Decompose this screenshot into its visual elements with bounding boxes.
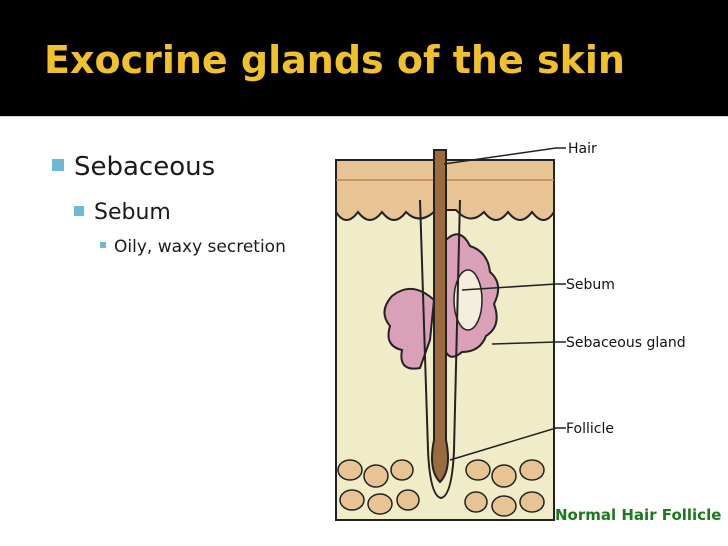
leader-lines bbox=[443, 147, 566, 461]
bullet-level3-text: Oily, waxy secretion bbox=[114, 237, 286, 257]
bullet-square-icon bbox=[100, 242, 106, 248]
sebaceous-gland bbox=[383, 288, 436, 370]
label-sebum: Sebum bbox=[566, 277, 615, 293]
title-bar bbox=[0, 0, 728, 116]
bullet-level2-text: Sebum bbox=[94, 200, 171, 225]
follicle-wall bbox=[419, 199, 461, 500]
hair-shaft bbox=[431, 149, 449, 484]
bullet-level1-text: Sebaceous bbox=[74, 152, 216, 182]
label-follicle: Follicle bbox=[566, 421, 614, 437]
bullet-level1: Sebaceous bbox=[52, 152, 215, 182]
bullet-level3: Oily, waxy secretion bbox=[100, 237, 286, 257]
bullet-square-icon bbox=[74, 206, 84, 216]
diagram-caption: Normal Hair Follicle bbox=[555, 506, 721, 524]
label-sebaceous-gland: Sebaceous gland bbox=[566, 335, 686, 351]
fat-cells bbox=[337, 459, 545, 517]
title-divider bbox=[0, 116, 728, 117]
bullet-level2: Sebum bbox=[74, 200, 171, 225]
bullet-square-icon bbox=[52, 158, 64, 171]
slide-title: Exocrine glands of the skin bbox=[44, 38, 625, 82]
sebum-pocket bbox=[453, 269, 483, 331]
label-hair: Hair bbox=[568, 141, 597, 157]
